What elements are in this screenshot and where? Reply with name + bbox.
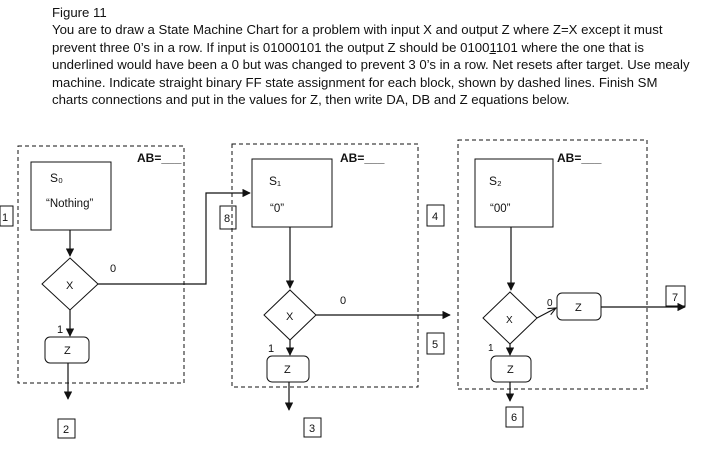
state-output-s1: “0” — [270, 203, 284, 215]
state-box-s1 — [251, 158, 333, 228]
ab-label-s2: AB=___ — [557, 151, 602, 165]
problem-text-part-1: You are to draw a State Machine Chart fo… — [52, 22, 663, 55]
state-output-s0: “Nothing” — [46, 198, 93, 210]
branch-zero-label-s1: 0 — [340, 295, 346, 307]
flow-s2-zero-branch — [536, 308, 556, 319]
connector-box-8 — [219, 205, 237, 230]
state-name-s1: S₁ — [269, 174, 281, 188]
state-block-s0 — [17, 145, 185, 384]
connector-label-2: 2 — [63, 424, 69, 436]
connector-label-6: 6 — [511, 412, 517, 424]
connector-label-3: 3 — [309, 423, 315, 435]
connector-label-5: 5 — [432, 339, 438, 351]
connector-label-4: 4 — [432, 211, 438, 223]
underlined-digit: 1 — [489, 39, 496, 55]
branch-one-label-s0: 1 — [57, 324, 63, 336]
state-box-s2 — [474, 158, 554, 228]
connector-box-5 — [426, 332, 445, 355]
decision-label-s1: X — [286, 311, 294, 323]
problem-statement: Figure 11 You are to draw a State Machin… — [52, 4, 692, 108]
branch-one-label-s2: 1 — [488, 343, 494, 354]
connector-box-4 — [426, 204, 445, 227]
connector-label-1: 1 — [2, 212, 8, 224]
branch-one-label-s1: 1 — [268, 343, 274, 355]
connector-label-8: 8 — [224, 213, 230, 225]
output-box-s1 — [266, 355, 310, 383]
output-label-s1: Z — [284, 364, 291, 376]
output-box-s2 — [490, 355, 532, 383]
state-output-s2: “00” — [490, 203, 511, 215]
connector-label-7: 7 — [672, 292, 678, 304]
connector-box-1 — [0, 205, 14, 227]
output-box-s0 — [44, 336, 90, 364]
state-box-s0 — [30, 161, 112, 231]
connector-box-6 — [505, 406, 524, 428]
state-name-s2: S₂ — [489, 174, 502, 188]
flow-s0-zero-to-s1 — [98, 188, 251, 285]
connector-box-7 — [665, 285, 686, 307]
state-block-s2 — [457, 139, 648, 390]
ab-label-s0: AB=___ — [137, 151, 182, 165]
state-block-s1 — [231, 143, 419, 388]
state-name-s0: S₀ — [50, 171, 63, 185]
problem-text-part-2: 101 where the one that is underlined wou… — [52, 39, 690, 108]
decision-label-s0: X — [66, 280, 74, 292]
figure-label: Figure 11 — [52, 5, 107, 20]
output-label-s2: Z — [507, 364, 514, 376]
connector-box-2 — [57, 418, 76, 439]
ab-label-s1: AB=___ — [340, 151, 385, 165]
decision-label-s2: X — [506, 315, 513, 326]
output-label-s0: Z — [64, 345, 71, 357]
branch-zero-label-s2: 0 — [547, 298, 553, 309]
output-label-s2-zero: Z — [575, 302, 582, 314]
problem-text: You are to draw a State Machine Chart fo… — [52, 21, 692, 108]
connector-box-3 — [303, 417, 322, 438]
branch-zero-label-s0: 0 — [110, 263, 116, 275]
